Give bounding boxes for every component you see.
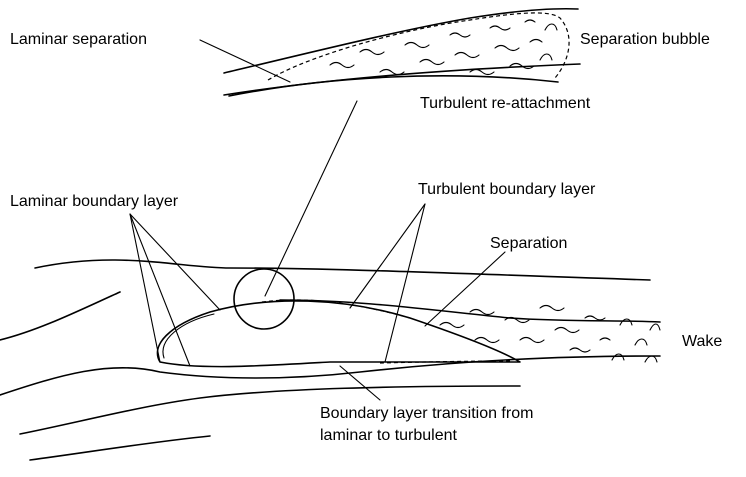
- incoming-streamline: [0, 292, 120, 340]
- airfoil-body: [157, 301, 520, 367]
- label-turbulent-boundary-layer: Turbulent boundary layer: [418, 181, 596, 198]
- inset-upper-streamline: [224, 9, 578, 73]
- lower-streamline-3: [30, 436, 210, 460]
- inset-surface: [229, 76, 558, 96]
- label-separation: Separation: [490, 235, 567, 252]
- label-turbulent-reattachment: Turbulent re-attachment: [420, 95, 591, 112]
- label-wake: Wake: [682, 333, 722, 350]
- label-transition-line1: Boundary layer transition from: [320, 405, 533, 422]
- label-transition-line2: laminar to turbulent: [320, 427, 458, 444]
- label-laminar-separation: Laminar separation: [10, 31, 147, 48]
- upper-streamline: [35, 260, 650, 280]
- inset-detail: [224, 9, 580, 96]
- label-separation-bubble: Separation bubble: [580, 31, 710, 48]
- inset-bubble-swirls: [330, 20, 557, 75]
- detail-magnifier-circle: [234, 269, 294, 329]
- label-laminar-boundary-layer: Laminar boundary layer: [10, 193, 179, 210]
- inset-zoom-line: [265, 101, 357, 296]
